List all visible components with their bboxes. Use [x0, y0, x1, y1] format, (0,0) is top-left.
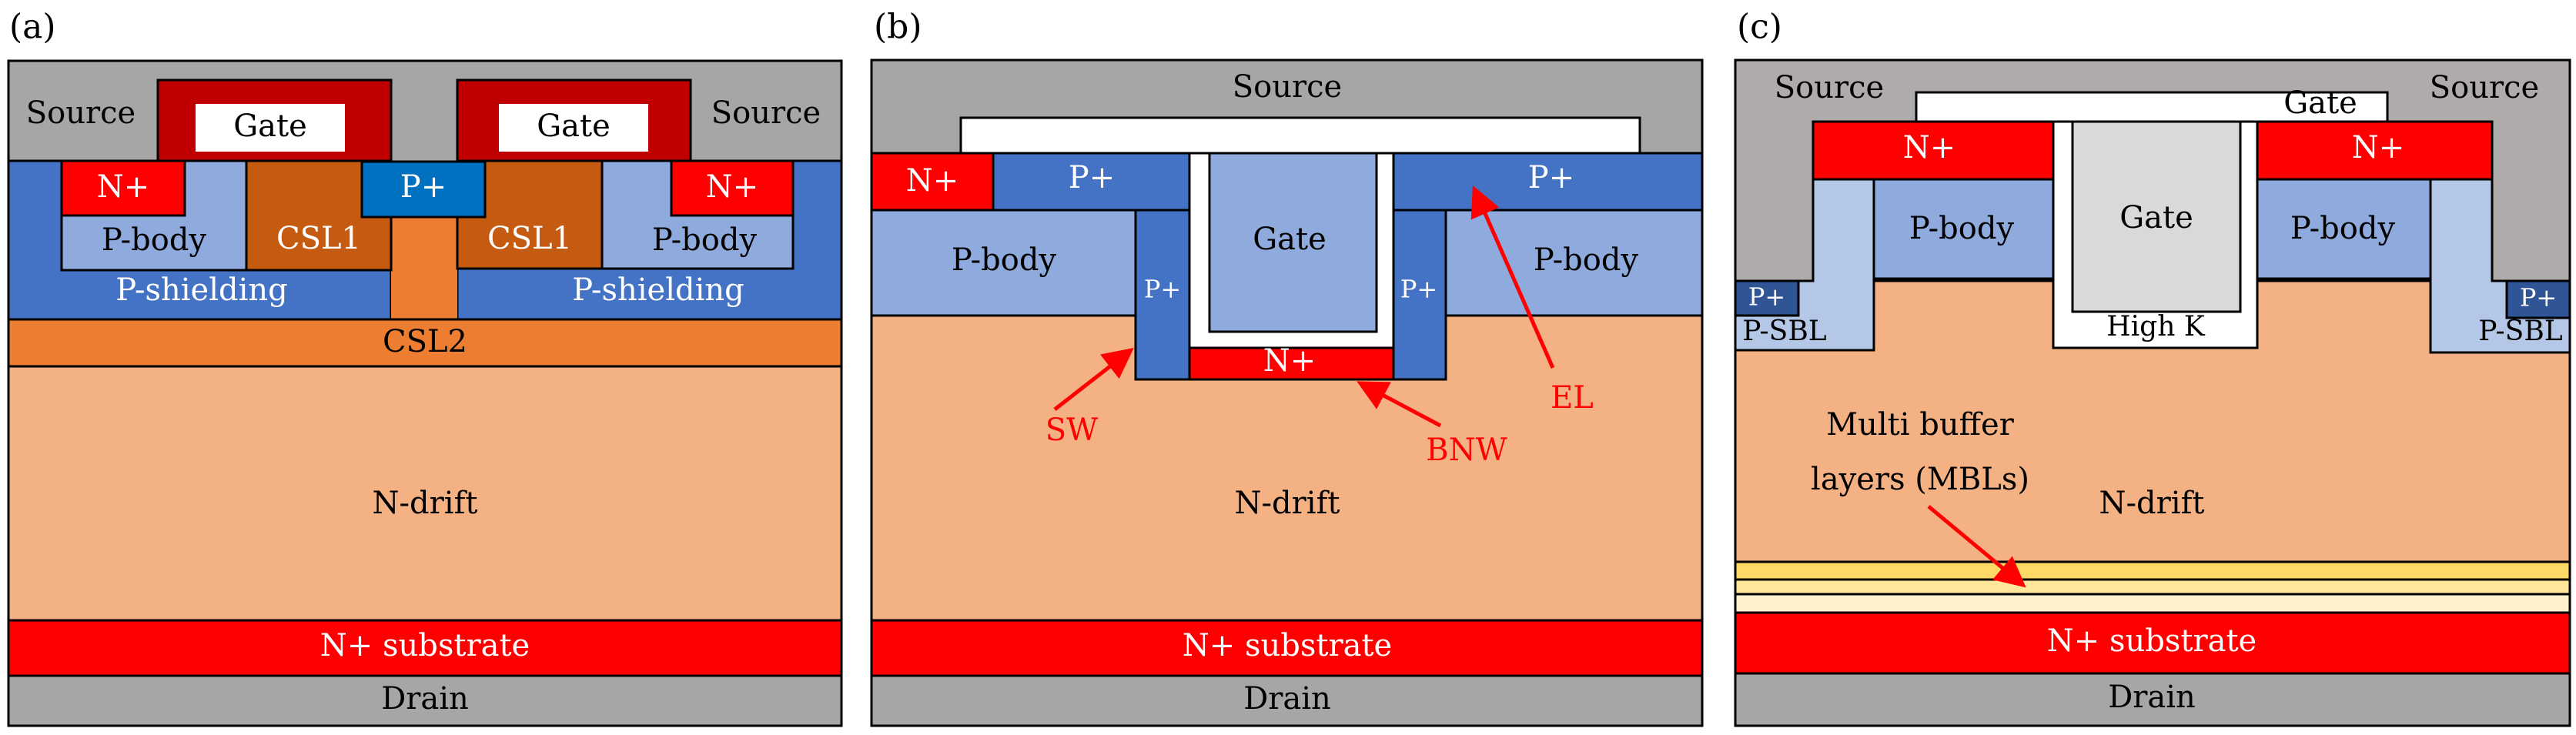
- p-plus-center-label: P+: [400, 169, 447, 205]
- p-shielding-right-label: P-shielding: [572, 272, 744, 308]
- high-k-label: High K: [2106, 311, 2206, 342]
- p-plus-right: [1392, 152, 1704, 212]
- p-body-left: [1872, 178, 2055, 280]
- source-right-label: Source: [711, 95, 821, 131]
- n-plus-substrate: [870, 619, 1704, 677]
- n-plus-right-label: N+: [2352, 130, 2405, 165]
- drain-label: Drain: [1243, 681, 1331, 717]
- drain-label: Drain: [2108, 680, 2196, 715]
- p-plus-left: [992, 152, 1191, 212]
- insulator-bar: [959, 116, 1641, 155]
- source-left-label: Source: [1775, 70, 1884, 105]
- n-plus-left-label: N+: [1903, 130, 1956, 165]
- gate-right-label: Gate: [537, 109, 611, 144]
- n-drift-label: N-drift: [2099, 486, 2205, 521]
- p-plus-side-left: [1134, 209, 1191, 381]
- mbl-annotation-line2: layers (MBLs): [1811, 462, 2029, 497]
- csl1-left-label: CSL1: [276, 221, 361, 256]
- n-drift-label: N-drift: [1235, 486, 1340, 521]
- gate-left-inner: [196, 104, 345, 152]
- p-body-right-label: P-body: [652, 222, 758, 258]
- p-plus-side-right-label: P+: [1400, 275, 1437, 304]
- p-body-left-label: P-body: [1909, 211, 2015, 246]
- csl1-right-label: CSL1: [487, 221, 572, 256]
- mbl-annotation-line1: Multi buffer: [1826, 407, 2015, 443]
- n-plus-left-label: N+: [97, 169, 150, 205]
- p-body-right: [1444, 209, 1704, 317]
- sw-arrow: [1053, 347, 1134, 411]
- n-plus-bottom: [1188, 346, 1395, 381]
- p-plus-left: [1734, 279, 1800, 317]
- p-plus-side-left-label: P+: [1144, 275, 1181, 304]
- p-plus-left-label: P+: [1069, 160, 1115, 195]
- mbl-3: [1734, 593, 2571, 614]
- el-arrow: [1470, 185, 1555, 369]
- bnw-annotation: BNW: [1426, 433, 1507, 468]
- p-plus-center: [360, 160, 487, 219]
- drain: [870, 674, 1704, 727]
- n-plus-substrate-label: N+ substrate: [320, 628, 530, 663]
- n-plus-left: [1812, 120, 2055, 181]
- n-plus-substrate: [1734, 611, 2571, 675]
- p-body-left: [870, 209, 1137, 317]
- gate-left-label: Gate: [233, 109, 307, 144]
- p-plus-right: [2505, 279, 2571, 319]
- gate-top-label: Gate: [2283, 85, 2357, 121]
- p-plus-left-label: P+: [1748, 282, 1785, 312]
- n-plus-substrate-label: N+ substrate: [1183, 628, 1392, 663]
- n-plus-substrate: [7, 619, 843, 677]
- p-body-right-label: P-body: [1534, 242, 1639, 278]
- p-sbl-left-label: P-SBL: [1742, 316, 1827, 347]
- n-drift-label: N-drift: [373, 486, 478, 521]
- n-plus-left: [870, 152, 995, 212]
- p-body-left-label: P-body: [102, 222, 207, 258]
- p-shielding-left-label: P-shielding: [115, 272, 288, 308]
- gate-label: Gate: [1253, 222, 1326, 257]
- drain: [1734, 672, 2571, 727]
- panel-label-c: (c): [1737, 8, 1782, 47]
- drain: [7, 674, 843, 727]
- p-plus-side-right: [1392, 209, 1447, 381]
- gate: [2071, 120, 2242, 313]
- p-body-right-label: P-body: [2290, 211, 2396, 246]
- n-plus-left: [60, 159, 186, 217]
- gate-label: Gate: [2119, 200, 2193, 236]
- n-drift: [7, 365, 843, 622]
- n-plus-left-label: N+: [906, 163, 959, 199]
- p-plus-right-label: P+: [1528, 160, 1574, 195]
- n-plus-substrate-label: N+ substrate: [2047, 623, 2257, 659]
- mbl-arrow: [1927, 505, 2026, 588]
- p-body-left-label: P-body: [952, 242, 1057, 278]
- source-label: Source: [1233, 69, 1342, 105]
- p-sbl-right-label: P-SBL: [2478, 316, 2563, 347]
- n-plus-right-label: N+: [706, 169, 759, 205]
- bnw-arrow: [1357, 381, 1442, 428]
- gate: [1208, 152, 1378, 333]
- el-annotation: EL: [1551, 380, 1594, 416]
- n-plus-right: [670, 159, 795, 217]
- p-plus-right-label: P+: [2520, 283, 2557, 312]
- n-plus-bottom-label: N+: [1263, 343, 1316, 379]
- gate-right-inner: [499, 104, 648, 152]
- mbl-2: [1734, 578, 2571, 596]
- panel-label-a: (a): [9, 8, 56, 47]
- drain-label: Drain: [381, 681, 469, 717]
- mbl-1: [1734, 560, 2571, 581]
- sw-annotation: SW: [1045, 413, 1099, 448]
- source-left-label: Source: [26, 95, 135, 131]
- csl2-label: CSL2: [383, 324, 467, 359]
- panel-label-b: (b): [874, 8, 922, 47]
- source-right-label: Source: [2430, 70, 2539, 105]
